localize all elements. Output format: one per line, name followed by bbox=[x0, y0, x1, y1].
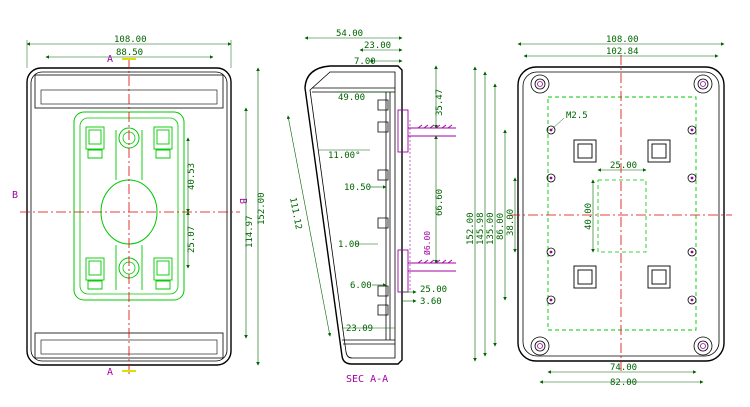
back-dim-inner-width: 102.84 bbox=[606, 47, 639, 57]
sec-dim-bottom-offset: 6.00 bbox=[350, 281, 372, 291]
back-dim-center-w: 25.00 bbox=[610, 161, 637, 171]
section-view: 54.00 23.00 7.00 49.00 11.00° 10.50 111.… bbox=[286, 29, 456, 385]
sec-dim-wall: 7.00 bbox=[354, 57, 376, 67]
sec-dim-right-height: 66.60 bbox=[435, 189, 445, 216]
back-dim-h5: 38.00 bbox=[506, 209, 516, 236]
front-dim-height-inner: 114.97 bbox=[245, 215, 255, 248]
section-mark-b-left: B bbox=[12, 190, 18, 201]
section-mark-a-bottom: A bbox=[107, 367, 113, 378]
sec-dim-bottom-width: 23.09 bbox=[346, 324, 373, 334]
sec-dim-boss-gap: 3.60 bbox=[420, 297, 442, 307]
sec-dim-top-width: 54.00 bbox=[336, 29, 363, 39]
sec-dim-rib-width: 23.00 bbox=[364, 41, 391, 51]
sec-dim-top-right: 35.47 bbox=[435, 89, 445, 116]
front-dim-inner-width: 88.50 bbox=[116, 48, 143, 58]
back-dim-h2: 145.98 bbox=[476, 212, 486, 245]
sec-dim-angle: 11.00° bbox=[328, 151, 361, 161]
back-dim-bottom-inner: 74.00 bbox=[610, 363, 637, 373]
sec-dim-diameter: Ø6.00 bbox=[422, 231, 432, 255]
sec-dim-top-inner: 49.00 bbox=[338, 93, 365, 103]
back-dim-bottom-outer: 82.00 bbox=[610, 378, 637, 388]
sec-dim-boss-width: 25.00 bbox=[420, 285, 447, 295]
section-outline bbox=[304, 65, 403, 365]
back-dim-overall-width: 108.00 bbox=[606, 35, 639, 45]
front-view: A A B B 108.00 88.50 152.00 114.97 40.53… bbox=[12, 35, 267, 378]
sec-dim-wall-thickness: 1.00 bbox=[338, 240, 360, 250]
front-dim-height-overall: 152.00 bbox=[257, 192, 267, 225]
back-dim-h3: 135.00 bbox=[486, 212, 496, 245]
section-mark-b-right: B bbox=[237, 198, 248, 204]
front-dim-overall-width: 108.00 bbox=[114, 35, 147, 45]
sec-dim-slant-length: 111.12 bbox=[287, 197, 303, 231]
section-title: SEC A-A bbox=[346, 374, 388, 385]
section-mark-a-top: A bbox=[107, 54, 113, 65]
back-dim-center-h: 40.00 bbox=[584, 203, 594, 230]
front-dim-mid-height: 40.53 bbox=[187, 163, 197, 190]
back-dim-h4: 86.00 bbox=[496, 213, 506, 240]
sec-dim-mid-offset: 10.50 bbox=[344, 183, 371, 193]
back-dashed-outline bbox=[547, 96, 697, 331]
back-dim-h1: 152.00 bbox=[466, 212, 476, 245]
front-dim-lower-height: 25.07 bbox=[187, 226, 197, 253]
back-view: 108.00 102.84 152.00 145.98 135.00 86.00… bbox=[466, 35, 732, 388]
back-screw-label: M2.5 bbox=[566, 111, 588, 121]
